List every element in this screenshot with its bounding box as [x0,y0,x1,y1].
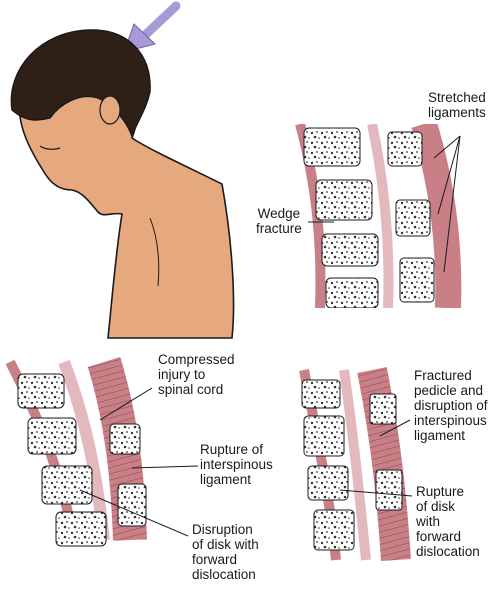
wedge-vertebra [315,179,373,221]
vertebra-stack [303,127,435,309]
spine-panel-dislocation [299,367,413,561]
spine-panel-compression [5,356,199,547]
label-stretched-ligaments: Stretched ligaments [428,90,486,120]
ear [99,95,121,125]
label-fractured-pedicle: Fractured pedicle and disruption of inte… [414,368,488,443]
label-rupture-disk: Rupture of disk with forward dislocation [416,484,480,559]
label-wedge-fracture: Wedge fracture [256,206,302,236]
spine-panel-wedge [288,120,470,312]
label-compressed-injury: Compressed injury to spinal cord [158,352,235,397]
label-rupture-interspinous: Rupture of interspinous ligament [200,442,273,487]
eye [39,145,61,150]
label-disruption-disk: Disruption of disk with forward dislocat… [192,522,259,582]
patient-figure [10,29,235,339]
leader-lines [308,135,461,273]
